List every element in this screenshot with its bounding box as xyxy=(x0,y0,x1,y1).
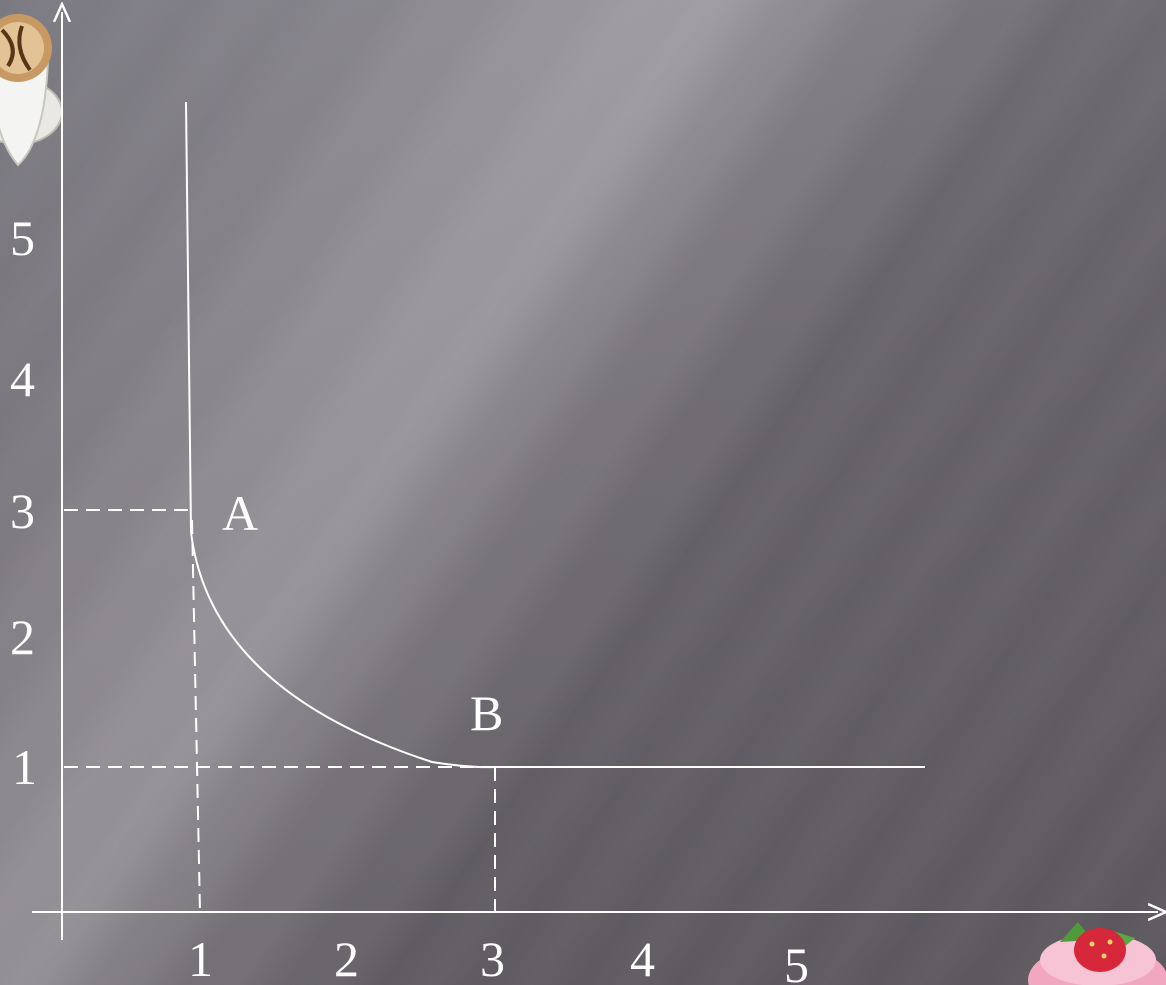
y-tick-label: 2 xyxy=(10,609,35,665)
x-tick-label: 4 xyxy=(630,931,655,985)
y-tick-label: 3 xyxy=(10,483,35,539)
y-tick-label: 5 xyxy=(10,210,35,266)
point-a-label: A xyxy=(222,485,258,541)
x-tick-label: 5 xyxy=(784,937,809,985)
y-tick-label: 1 xyxy=(12,739,37,795)
point-b-label: B xyxy=(470,685,503,741)
strawberry-cake-picture xyxy=(1028,922,1166,985)
indifference-curve xyxy=(185,101,925,769)
y-tick-label: 4 xyxy=(10,351,35,407)
coffee-cup-picture xyxy=(0,14,63,167)
x-tick-label: 2 xyxy=(334,931,359,985)
x-tick-label: 3 xyxy=(480,931,505,985)
x-tick-label: 1 xyxy=(188,931,213,985)
guide-a-vertical xyxy=(191,519,201,913)
